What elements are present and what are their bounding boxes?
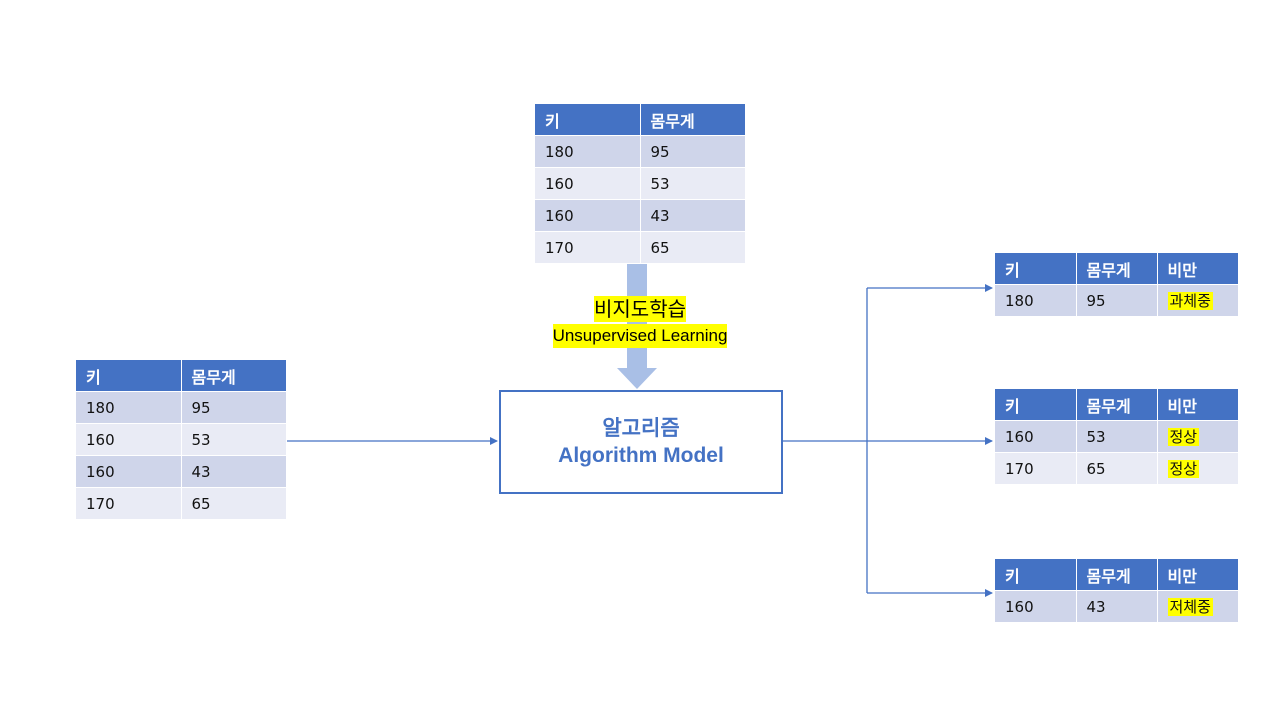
obesity-label: 정상 <box>1167 460 1200 478</box>
cell-weight: 43 <box>181 455 287 488</box>
algorithm-model-box: 알고리즘 Algorithm Model <box>499 390 783 494</box>
training-data-table: 키 몸무게 180 95 160 53 160 43 170 65 <box>535 104 746 264</box>
result-table-normal: 키 몸무게 비만 160 53 정상 170 65 정상 <box>995 389 1239 485</box>
table-row: 160 53 정상 <box>995 420 1239 453</box>
cell-weight: 65 <box>181 487 287 520</box>
model-title-english: Algorithm Model <box>558 444 724 467</box>
cell-height: 160 <box>535 199 641 232</box>
header-height: 키 <box>995 559 1077 591</box>
cell-height: 180 <box>535 135 641 168</box>
table-row: 160 53 <box>535 167 746 200</box>
cell-weight: 43 <box>640 199 746 232</box>
learning-type-label: 비지도학습 Unsupervised Learning <box>520 296 760 348</box>
header-obesity: 비만 <box>1157 253 1239 285</box>
obesity-label: 과체중 <box>1167 292 1213 310</box>
cell-weight: 95 <box>640 135 746 168</box>
header-height: 키 <box>995 389 1077 421</box>
table-row: 180 95 <box>535 135 746 168</box>
cell-height: 160 <box>995 420 1077 453</box>
obesity-label: 저체중 <box>1167 598 1213 616</box>
cell-height: 170 <box>995 452 1077 485</box>
cell-height: 180 <box>995 284 1077 317</box>
cell-height: 180 <box>76 391 182 424</box>
cell-weight: 95 <box>1076 284 1158 317</box>
cell-height: 170 <box>535 231 641 264</box>
table-row: 180 95 과체중 <box>995 284 1239 317</box>
model-title-korean: 알고리즘 <box>602 416 680 440</box>
header-weight: 몸무게 <box>1076 253 1158 285</box>
table-row: 160 43 <box>535 199 746 232</box>
table-row: 160 43 <box>76 455 287 488</box>
header-weight: 몸무게 <box>1076 389 1158 421</box>
cell-height: 160 <box>76 455 182 488</box>
result-table-underweight: 키 몸무게 비만 160 43 저체중 <box>995 559 1239 623</box>
table-row: 170 65 <box>535 231 746 264</box>
cell-obesity: 정상 <box>1157 452 1239 485</box>
header-height: 키 <box>76 360 182 392</box>
header-weight: 몸무게 <box>640 104 746 136</box>
cell-weight: 53 <box>640 167 746 200</box>
obesity-label: 정상 <box>1167 428 1200 446</box>
table-row: 170 65 정상 <box>995 452 1239 485</box>
cell-height: 160 <box>535 167 641 200</box>
cell-weight: 65 <box>640 231 746 264</box>
table-row: 160 53 <box>76 423 287 456</box>
cell-obesity: 저체중 <box>1157 590 1239 623</box>
header-height: 키 <box>535 104 641 136</box>
cell-weight: 43 <box>1076 590 1158 623</box>
table-row: 160 43 저체중 <box>995 590 1239 623</box>
cell-weight: 65 <box>1076 452 1158 485</box>
cell-height: 160 <box>76 423 182 456</box>
table-row: 170 65 <box>76 487 287 520</box>
input-data-table: 키 몸무게 180 95 160 53 160 43 170 65 <box>76 360 287 520</box>
header-weight: 몸무게 <box>181 360 287 392</box>
header-height: 키 <box>995 253 1077 285</box>
output-branch-connector <box>782 284 993 597</box>
learning-label-english: Unsupervised Learning <box>552 324 728 348</box>
cell-obesity: 과체중 <box>1157 284 1239 317</box>
header-weight: 몸무게 <box>1076 559 1158 591</box>
cell-weight: 53 <box>181 423 287 456</box>
table-row: 180 95 <box>76 391 287 424</box>
cell-height: 170 <box>76 487 182 520</box>
cell-obesity: 정상 <box>1157 420 1239 453</box>
learning-label-korean: 비지도학습 <box>594 296 686 322</box>
header-obesity: 비만 <box>1157 389 1239 421</box>
header-obesity: 비만 <box>1157 559 1239 591</box>
result-table-overweight: 키 몸무게 비만 180 95 과체중 <box>995 253 1239 317</box>
cell-height: 160 <box>995 590 1077 623</box>
cell-weight: 53 <box>1076 420 1158 453</box>
cell-weight: 95 <box>181 391 287 424</box>
